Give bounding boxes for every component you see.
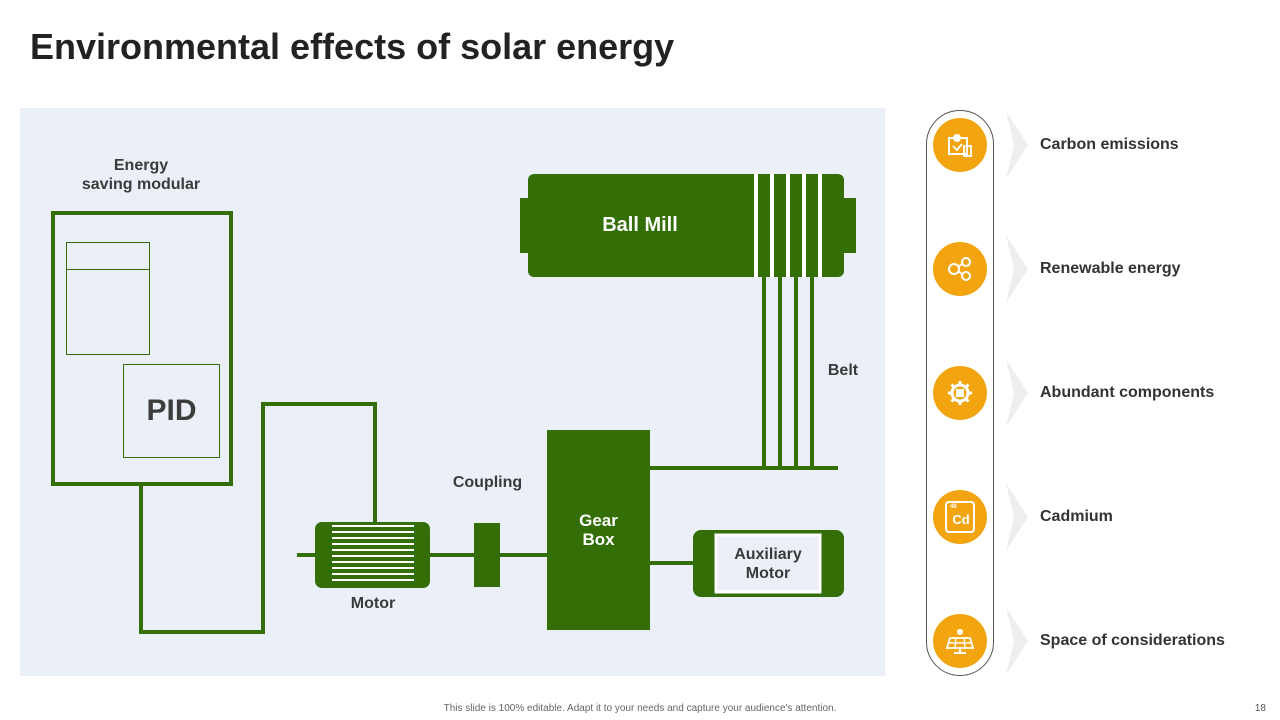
chevron-right-icon (1006, 235, 1028, 303)
slide-footer-note: This slide is 100% editable. Adapt it to… (443, 703, 837, 714)
components-gear-icon (933, 366, 987, 420)
aux-motor-window (714, 533, 822, 594)
ball-mill-body (528, 174, 844, 277)
chevron-right-icon (1006, 607, 1028, 675)
ball-mill-belt-gaps (754, 174, 822, 277)
effect-item-label: Carbon emissions (1040, 136, 1179, 153)
power-wire (139, 402, 377, 634)
coupling-label: Coupling (452, 474, 523, 491)
energy-module-label: Energy saving modular (81, 157, 201, 193)
pid-box: PID (123, 364, 220, 458)
pid-label: PID (146, 394, 197, 427)
chevron-right-icon (1006, 111, 1028, 179)
cadmium-symbol: Cd (952, 512, 970, 527)
gearbox: Gear Box (547, 430, 650, 630)
module-display-divider (66, 269, 149, 270)
slide-title: Environmental effects of solar energy (30, 26, 675, 67)
gearbox-label: Gear Box (579, 511, 618, 549)
aux-motor-label: Auxiliary Motor (734, 546, 802, 582)
motor-label: Motor (350, 595, 396, 612)
effect-item-label: Renewable energy (1040, 260, 1181, 277)
solar-panel-icon (933, 614, 987, 668)
ball-mill-end-right (842, 198, 856, 253)
motor-stripes (332, 525, 414, 581)
effect-item-label: Abundant components (1040, 384, 1215, 401)
ball-mill-label: Ball Mill (602, 214, 678, 236)
chevron-right-icon (1006, 483, 1028, 551)
belt-label: Belt (827, 362, 859, 379)
cadmium-element-icon: 48 Cd (933, 490, 987, 544)
effect-item-label: Cadmium (1040, 508, 1113, 525)
renewable-energy-icon (933, 242, 987, 296)
effect-item-label: Space of considerations (1040, 632, 1225, 649)
cadmium-atomic-number: 48 (950, 504, 957, 510)
chevron-right-icon (1006, 359, 1028, 427)
coupling-block (474, 523, 500, 587)
page-number: 18 (1254, 703, 1266, 714)
carbon-emissions-icon (933, 118, 987, 172)
module-display-box (66, 242, 150, 355)
